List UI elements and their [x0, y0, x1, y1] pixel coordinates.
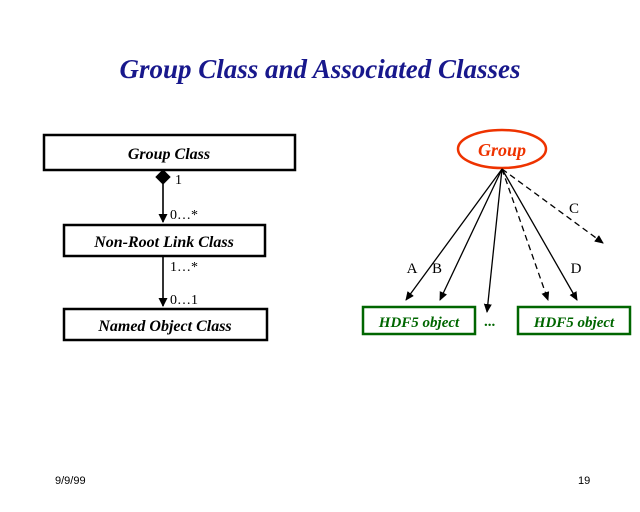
page-title: Group Class and Associated Classes — [119, 54, 520, 84]
link-b-line — [439, 168, 503, 301]
hdf5-object-right-box[interactable] — [516, 305, 632, 336]
group-node-ellipse[interactable] — [456, 128, 548, 170]
multiplicity-label-lower-source: 1…* — [170, 260, 198, 275]
composition-diamond-icon — [155, 169, 171, 185]
footer-date: 9/9/99 — [55, 475, 86, 487]
class-box-group-class[interactable] — [42, 133, 297, 172]
hdf5-object-left-box[interactable] — [361, 305, 477, 336]
hdf5-object-right-label: HDF5 object — [533, 315, 615, 331]
hdf5-object-left-label: HDF5 object — [378, 315, 460, 331]
link-c-line — [501, 168, 604, 244]
group-node-label: Group — [478, 140, 526, 160]
class-box-named-object-class[interactable] — [62, 307, 269, 342]
link-d-line — [501, 168, 578, 301]
class-box-non-root-link-class-label: Non-Root Link Class — [93, 234, 234, 251]
link-a-line — [405, 168, 503, 301]
multiplicity-label-lower-target: 0…1 — [170, 293, 198, 308]
link-b-label: B — [432, 261, 442, 277]
class-box-named-object-class-label: Named Object Class — [97, 318, 231, 335]
class-box-non-root-link-class[interactable] — [62, 223, 267, 258]
multiplicity-label-top: 1 — [175, 173, 182, 188]
multiplicity-label-upper-target: 0…* — [170, 208, 198, 223]
ellipsis-label: ... — [484, 314, 496, 330]
link-dashed-unlabeled-line — [501, 168, 550, 301]
link-a-label: A — [407, 261, 418, 277]
link-d-label: D — [571, 261, 582, 277]
class-box-group-class-label: Group Class — [128, 146, 210, 163]
link-c-label: C — [569, 201, 579, 217]
link-middle-line — [483, 168, 503, 313]
footer-page-number: 19 — [578, 475, 590, 487]
